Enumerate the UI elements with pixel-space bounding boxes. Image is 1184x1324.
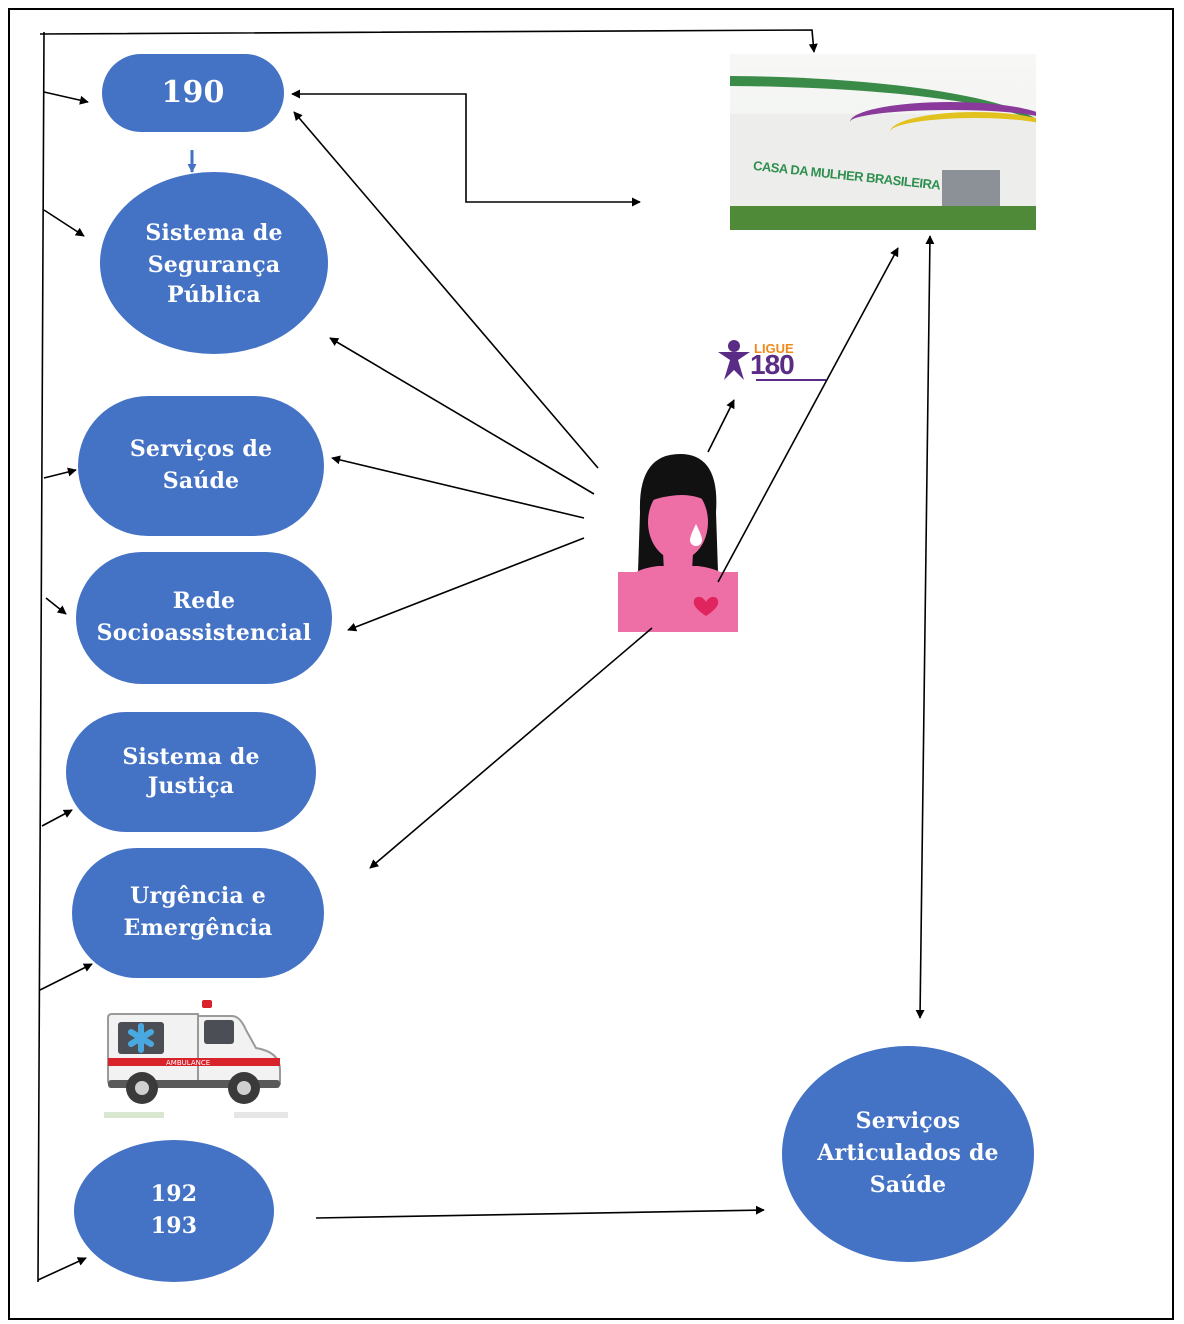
node-justica-line-2: Justiça: [147, 773, 235, 799]
node-servicos-articulados-de-saude: Serviços Articulados de Saúde: [782, 1046, 1034, 1262]
node-urgencia-line-1: Urgência e: [130, 883, 266, 910]
node-rede-line-2: Socioassistencial: [96, 620, 312, 646]
node-saude-line-1: Serviços de: [129, 436, 273, 463]
diagram-frame: [8, 8, 1174, 1320]
ambulance-icon: AMBULANCE: [104, 1000, 288, 1118]
node-190-line-1: 190: [161, 75, 225, 111]
node-seguranca-line-2: Segurança: [147, 251, 281, 278]
node-articulados-line-1: Serviços: [855, 1108, 961, 1135]
node-192-193: 192 193: [74, 1140, 274, 1282]
node-urgencia-line-2: Emergência: [123, 915, 273, 941]
node-190: 190: [102, 54, 284, 132]
node-seguranca-line-1: Sistema de: [145, 219, 283, 246]
casa-da-mulher-photo: CASA DA MULHER BRASILEIRA: [730, 54, 1036, 230]
node-justica-line-1: Sistema de: [122, 744, 260, 771]
node-saude-line-2: Saúde: [162, 468, 240, 494]
ligue-number: 180: [750, 349, 795, 380]
node-192-line-1: 192: [150, 1181, 198, 1208]
node-seguranca-line-3: Pública: [167, 281, 261, 308]
node-rede-line-1: Rede: [172, 588, 236, 615]
node-192-line-2: 193: [150, 1213, 198, 1239]
woman-crying-icon: [618, 454, 738, 632]
node-articulados-line-3: Saúde: [869, 1171, 947, 1198]
node-sistema-seguranca-publica: Sistema de Segurança Pública: [100, 172, 328, 354]
node-servicos-de-saude: Serviços de Saúde: [78, 396, 324, 536]
node-sistema-de-justica: Sistema de Justiça: [66, 712, 316, 832]
node-articulados-line-2: Articulados de: [817, 1140, 999, 1167]
node-urgencia-e-emergencia: Urgência e Emergência: [72, 848, 324, 978]
ambulance-label: AMBULANCE: [166, 1059, 210, 1067]
ligue-180-logo: LIGUE 180: [716, 338, 828, 384]
node-rede-socioassistencial: Rede Socioassistencial: [76, 552, 332, 684]
